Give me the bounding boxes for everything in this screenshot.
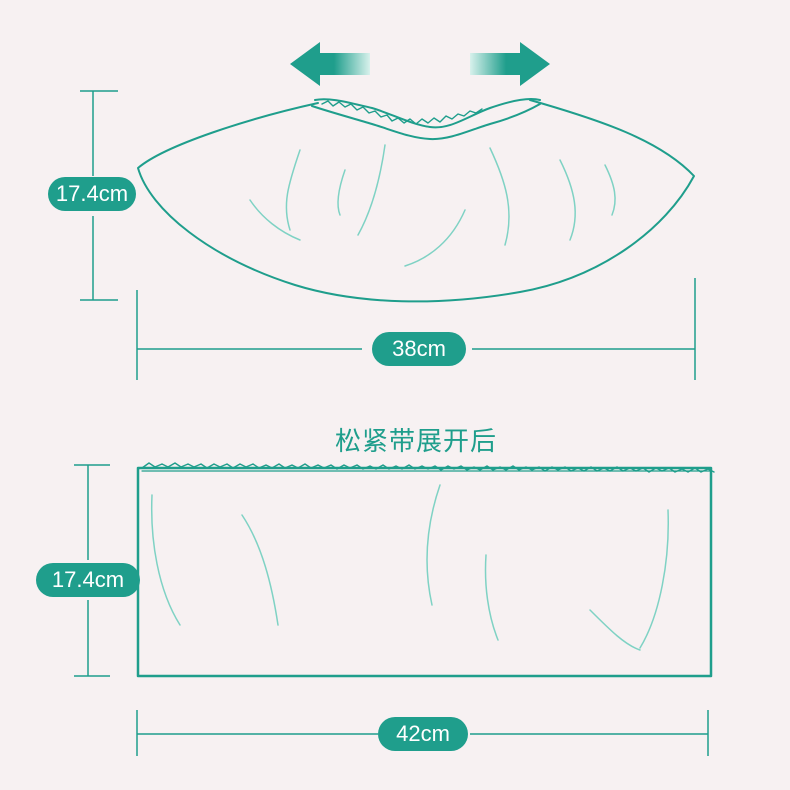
bottom-height-dimension	[74, 464, 110, 677]
caption-after-elastic-expanded: 松紧带展开后	[335, 427, 498, 457]
bottom-width-dimension	[136, 710, 709, 756]
top-shoe-cover	[137, 98, 695, 303]
top-width-label: 38cm	[372, 332, 466, 366]
arrow-right-icon	[470, 42, 550, 86]
arrow-left-icon	[290, 42, 370, 86]
bottom-shoe-cover	[136, 462, 715, 678]
top-height-dimension	[80, 90, 118, 301]
bottom-height-label: 17.4cm	[36, 563, 140, 597]
top-height-label: 17.4cm	[48, 177, 136, 211]
top-width-dimension	[136, 278, 696, 380]
bottom-width-label: 42cm	[378, 717, 468, 751]
